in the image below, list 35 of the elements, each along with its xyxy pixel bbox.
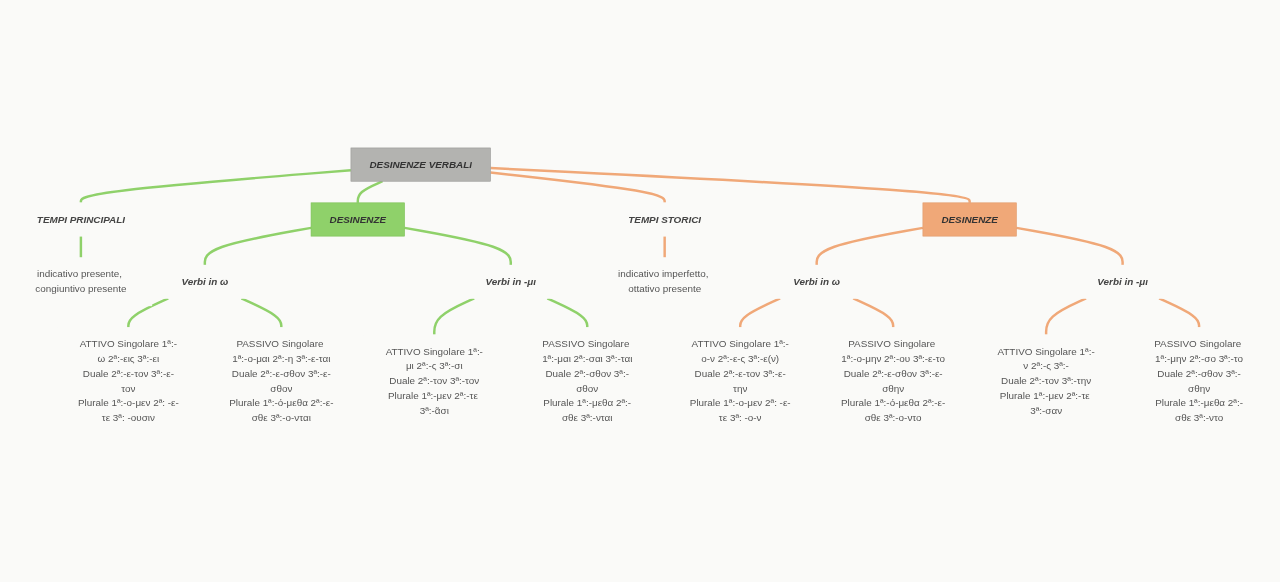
node-text: ATTIVO Singolare 1ª:-ω 2ª:-εις 3ª:-ει Duale 2ª:-ε-τον 3ª:-ε-τον Plurale 1ª:-ο-μεν 2ª: -ε-τε 3ª: -ουσιν	[77, 338, 179, 423]
node-box: DESINENZE VERBALI	[350, 147, 491, 182]
connector	[1016, 226, 1124, 265]
connector	[433, 296, 475, 335]
connector	[663, 235, 666, 258]
connector	[738, 296, 781, 328]
node-text: PASSIVO Singolare 1ª:-μην 2ª:-σο 3ª:-το Duale 2ª:-σθον 3ª:-σθην Plurale 1ª:-μεθα 2ª:-σθε 3ª:-ντο	[1154, 338, 1244, 423]
node-text: Verbi in -μι	[485, 275, 537, 287]
node-text: PASSIVO Singolare 1ª:-ο-μην 2ª:-ου 3ª:-ε-το Duale 2ª:-ε-σθον 3ª:-ε-σθην Plurale 1ª:-ό-μεθα 2ª:-ε-σθε 3ª:-ο-ντο	[841, 338, 946, 423]
node-text: ATTIVO Singolare 1ª:-μι 2ª:-ς 3ª:-σι Duale 2ª:-τον 3ª:-τον Plurale 1ª:-μεν 2ª:-τε 3ª:-ᾶσι	[385, 345, 483, 416]
node-text: indicativo presente, congiuntivo presente	[35, 268, 127, 294]
connector	[490, 170, 666, 203]
connector	[79, 168, 352, 203]
connector	[815, 226, 924, 265]
connector	[404, 226, 512, 265]
connector	[1044, 296, 1087, 335]
node-text: Verbi in -μι	[1097, 275, 1148, 287]
connector	[356, 179, 384, 203]
node-text: indicativo imperfetto, ottativo presente	[618, 268, 709, 294]
node-text: PASSIVO Singolare 1ª:-ο-μαι 2ª:-η 3ª:-ε-ται Duale 2ª:-ε-σθον 3ª:-ε-σθον Plurale 1ª:-ό-μεθα 2ª:-ε-σθε 3ª:-ο-νται	[229, 338, 334, 423]
connector	[852, 296, 895, 328]
node-box: DESINENZE	[310, 202, 405, 237]
node-text: TEMPI PRINCIPALI	[36, 213, 125, 225]
node-text: Verbi in ω	[793, 275, 841, 287]
node-text: ATTIVO Singolare 1ª:-ο-ν 2ª:-ε-ς 3ª:-ε(ν) Duale 2ª:-ε-τον 3ª:-ε-την Plurale 1ª:-ο-μεν 2ª: -ε-τε 3ª: -ο-ν	[689, 338, 791, 423]
node-text: PASSIVO Singolare 1ª:-μαι 2ª:-σαι 3ª:-ται Duale 2ª:-σθον 3ª:-σθον Plurale 1ª:-μεθα 2ª:-σθε 3ª:-νται	[542, 338, 633, 423]
connector	[490, 166, 971, 204]
node-box: DESINENZE	[922, 202, 1017, 237]
node-text: Verbi in ω	[181, 275, 229, 287]
connector	[127, 296, 169, 328]
connector	[79, 235, 83, 258]
connector	[203, 226, 312, 265]
node-text: TEMPI STORICI	[628, 213, 702, 225]
connector	[240, 296, 283, 328]
node-text: ATTIVO Singolare 1ª:-ν 2ª:-ς 3ª:- Duale 2ª:-τον 3ª:-την Plurale 1ª:-μεν 2ª:-τε 3ª:-σαν	[997, 345, 1095, 416]
